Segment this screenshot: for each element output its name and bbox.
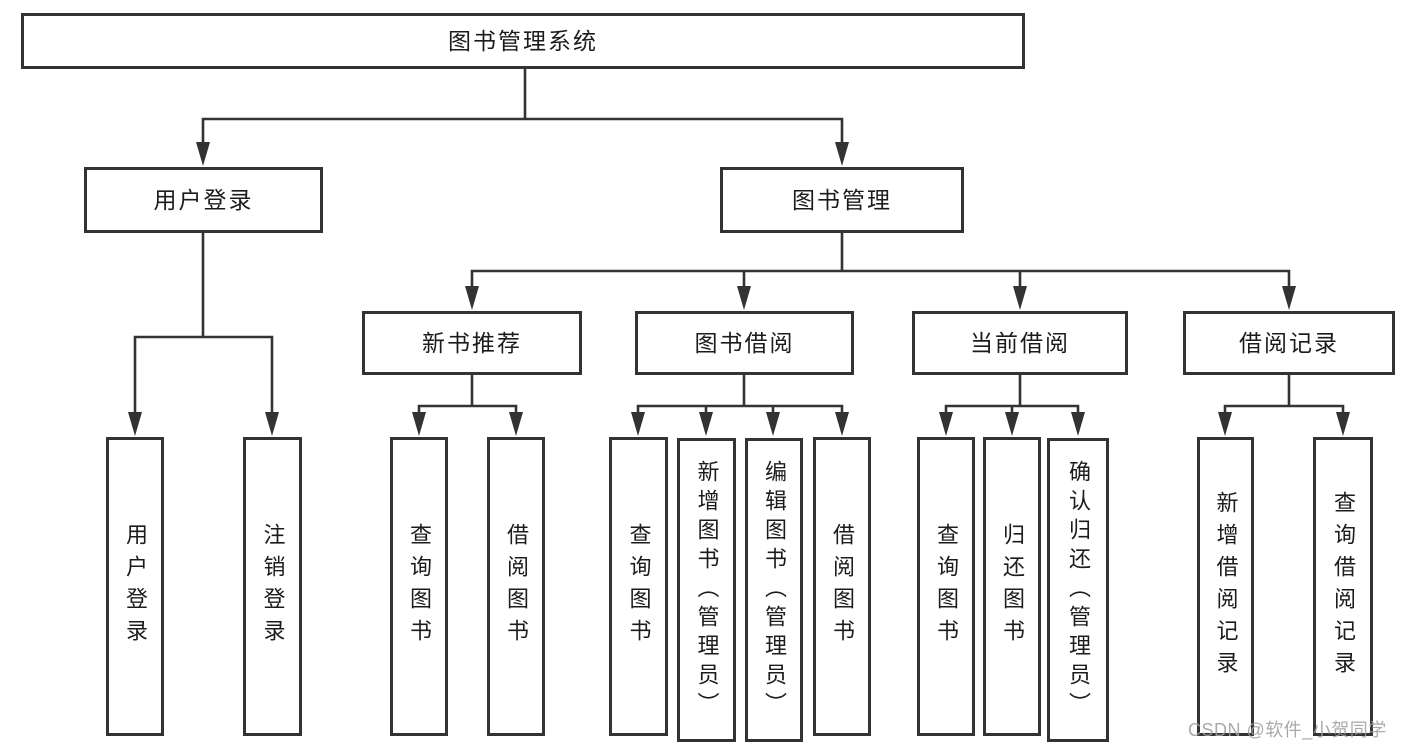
leaf-query-books-2: 查询图书 [609,437,668,736]
connector-newbook-to-leaves [417,373,518,423]
arrow-down-icon [766,412,780,436]
connector-records-to-leaves [1223,373,1345,423]
leaf-label: 归还图书 [1000,522,1025,651]
leaf-label: 查询借阅记录 [1331,490,1356,683]
csdn-watermark: CSDN @软件_小贺同学 [1188,720,1387,740]
leaf-label: 新增借阅记录 [1213,490,1239,683]
arrow-down-icon [631,412,645,436]
arrow-down-icon [1071,412,1085,436]
leaf-borrow-books-1: 借阅图书 [487,437,545,736]
leaf-edit-book-admin: 编辑图书（管理员） [745,438,803,742]
node-book-mgmt: 图书管理 [720,167,964,233]
node-borrow-records: 借阅记录 [1183,311,1395,375]
arrow-down-icon [835,412,849,436]
leaf-add-borrow-record: 新增借阅记录 [1197,437,1254,736]
leaf-logout: 注销登录 [243,437,302,736]
connector-borrow-to-leaves [636,373,844,423]
leaf-label: 确认归还（管理员） [1066,459,1091,721]
node-book-mgmt-label: 图书管理 [792,186,892,213]
node-book-borrow-label: 图书借阅 [694,329,795,356]
arrow-down-icon [1005,412,1019,436]
connector-root-to-level2 [201,67,844,152]
leaf-label: 注销登录 [260,522,286,651]
arrow-down-icon [128,412,142,436]
arrow-down-icon [1282,286,1296,310]
arrow-down-icon [939,412,953,436]
leaf-label: 用户登录 [123,522,148,651]
arrow-down-icon [699,412,713,436]
connector-bookmgmt-to-level3 [470,231,1291,298]
node-current-borrow-label: 当前借阅 [970,329,1070,356]
arrow-down-icon [835,142,849,166]
node-root-label: 图书管理系统 [448,27,598,54]
leaf-borrow-books-2: 借阅图书 [813,437,871,736]
leaf-add-book-admin: 新增图书（管理员） [677,438,736,742]
leaf-label: 查询图书 [934,522,959,651]
arrow-down-icon [265,412,279,436]
leaf-label: 借阅图书 [830,522,855,651]
node-new-book-rec: 新书推荐 [362,311,582,375]
node-user-login-label: 用户登录 [153,186,254,213]
leaf-query-borrow-record: 查询借阅记录 [1313,437,1373,736]
connector-userlogin-to-leaves [133,231,274,422]
leaf-confirm-return-admin: 确认归还（管理员） [1047,438,1109,742]
leaf-label: 编辑图书（管理员） [762,459,787,721]
leaf-label: 借阅图书 [504,522,529,651]
node-book-borrow: 图书借阅 [635,311,854,375]
leaf-return-book: 归还图书 [983,437,1041,736]
node-borrow-records-label: 借阅记录 [1239,329,1339,356]
arrow-down-icon [1336,412,1350,436]
arrow-down-icon [1218,412,1232,436]
node-user-login: 用户登录 [84,167,323,233]
arrow-down-icon [196,142,210,166]
leaf-query-books-3: 查询图书 [917,437,975,736]
connector-paths [133,67,1345,423]
leaf-label: 查询图书 [626,522,652,651]
leaf-label: 新增图书（管理员） [694,459,720,721]
leaf-label: 查询图书 [407,522,432,651]
arrow-down-icon [737,286,751,310]
leaf-query-books-1: 查询图书 [390,437,448,736]
node-current-borrow: 当前借阅 [912,311,1128,375]
arrow-down-icon [465,286,479,310]
arrow-down-icon [412,412,426,436]
node-new-book-rec-label: 新书推荐 [422,329,522,356]
node-root: 图书管理系统 [21,13,1025,69]
leaf-user-login: 用户登录 [106,437,164,736]
arrow-down-icon [1013,286,1027,310]
arrowheads [128,142,1350,436]
arrow-down-icon [509,412,523,436]
